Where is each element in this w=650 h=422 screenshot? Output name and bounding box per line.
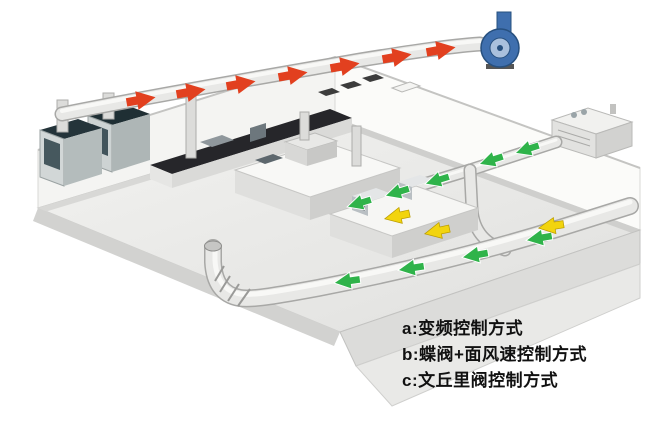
ahu-stack [610, 104, 616, 114]
legend-item-a: a:变频控制方式 [402, 319, 524, 338]
ceiling-grilles [318, 74, 422, 96]
fume-hood-side [112, 114, 150, 172]
wall-base-right [335, 118, 640, 236]
legend-item-c: c:文丘里阀控制方式 [402, 371, 559, 390]
analyzer-top [398, 175, 434, 187]
counter-equipment [200, 135, 234, 147]
grille [362, 74, 384, 82]
equipment-dark [255, 154, 283, 164]
ahu-vent [581, 109, 587, 115]
corrugation [219, 275, 231, 293]
equipment-side [307, 141, 337, 166]
floor-edge-left [33, 208, 340, 346]
ahu-vent [571, 112, 577, 118]
ahu-grille-line [557, 129, 591, 141]
lab-bench-island-a [233, 111, 402, 220]
counter-front [150, 165, 172, 188]
fume-hood-side [64, 128, 102, 186]
grille [340, 81, 362, 89]
ahu-unit [550, 104, 634, 159]
bench-front [330, 214, 392, 258]
duct-opening [204, 240, 222, 252]
corrugation [227, 283, 240, 302]
legend: a:变频控制方式 b:蝶阀+面风速控制方式 c:文丘里阀控制方式 [402, 316, 587, 394]
snorkel-duct [351, 125, 362, 167]
front-fascia-lower [355, 263, 641, 407]
bench-front [235, 170, 310, 220]
fan-hub [497, 45, 503, 51]
equipment-front [285, 142, 307, 166]
ceiling-box [390, 81, 422, 93]
snorkel-duct [299, 111, 310, 141]
corrugation [214, 265, 225, 282]
fume-hood-sash [44, 138, 60, 170]
ahu-side [595, 121, 633, 159]
ahu-grille-line [557, 135, 591, 147]
exhaust-fan-icon [480, 11, 520, 69]
legend-item-b: b:蝶阀+面风速控制方式 [402, 345, 587, 364]
fume-hood-top [40, 119, 102, 139]
corrugation [237, 288, 251, 307]
fume-hood-top [88, 105, 150, 125]
counter-equipment [250, 123, 266, 142]
bench-side [310, 168, 400, 220]
grille [318, 88, 340, 96]
branch-duct [185, 95, 197, 159]
